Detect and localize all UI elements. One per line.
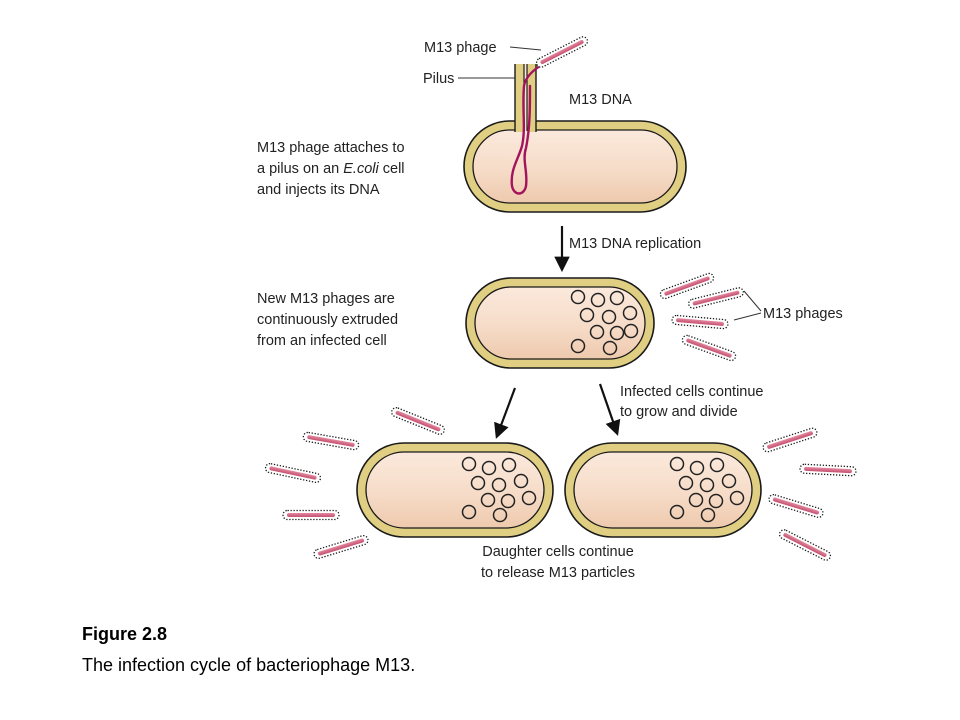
label-extrude-line-1: New M13 phages are [257, 291, 395, 307]
label-extrude-line-3: from an infected cell [257, 333, 387, 349]
released-phages-right [762, 427, 857, 561]
infected-cell-middle [465, 277, 655, 369]
label-attach-line-2-start: a pilus on an [257, 161, 343, 177]
m13-phage-leader [509, 46, 542, 51]
attaching-phage [535, 36, 589, 68]
label-replication: M13 DNA replication [569, 236, 701, 252]
label-m13-phage: M13 phage [424, 40, 497, 56]
label-attach-line-2: a pilus on an E.coli cell [257, 161, 405, 177]
phage-particles-left [461, 456, 537, 523]
figure-number: Figure 2.8 [82, 624, 168, 644]
label-m13-dna: M13 DNA [569, 92, 632, 108]
extruded-phages [659, 272, 744, 362]
released-phages-left [264, 407, 445, 560]
label-attach-line-1: M13 phage attaches to [257, 140, 405, 156]
label-daughter-line-2: to release M13 particles [481, 565, 635, 581]
label-ecoli: E.coli [343, 161, 379, 177]
daughter-cell-right [564, 442, 762, 538]
daughter-cell-left [356, 442, 554, 538]
infected-cell-top [463, 120, 687, 213]
label-divide-line-2: to grow and divide [620, 404, 738, 420]
label-daughter-line-1: Daughter cells continue [482, 544, 634, 560]
label-attach-line-3: and injects its DNA [257, 182, 380, 198]
phage-particles-right [669, 456, 745, 523]
label-extrude-line-2: continuously extruded [257, 312, 398, 328]
label-divide-line-1: Infected cells continue [620, 384, 763, 400]
m13-phages-leaders [733, 290, 762, 321]
label-m13-phages: M13 phages [763, 306, 843, 322]
label-pilus: Pilus [423, 71, 454, 87]
phage-particles-middle [570, 289, 639, 356]
division-arrow-right [598, 383, 621, 436]
figure-caption: The infection cycle of bacteriophage M13… [82, 655, 416, 675]
division-arrow-left [494, 387, 517, 439]
label-attach-line-2-end: cell [379, 161, 405, 177]
pilus [514, 64, 537, 134]
